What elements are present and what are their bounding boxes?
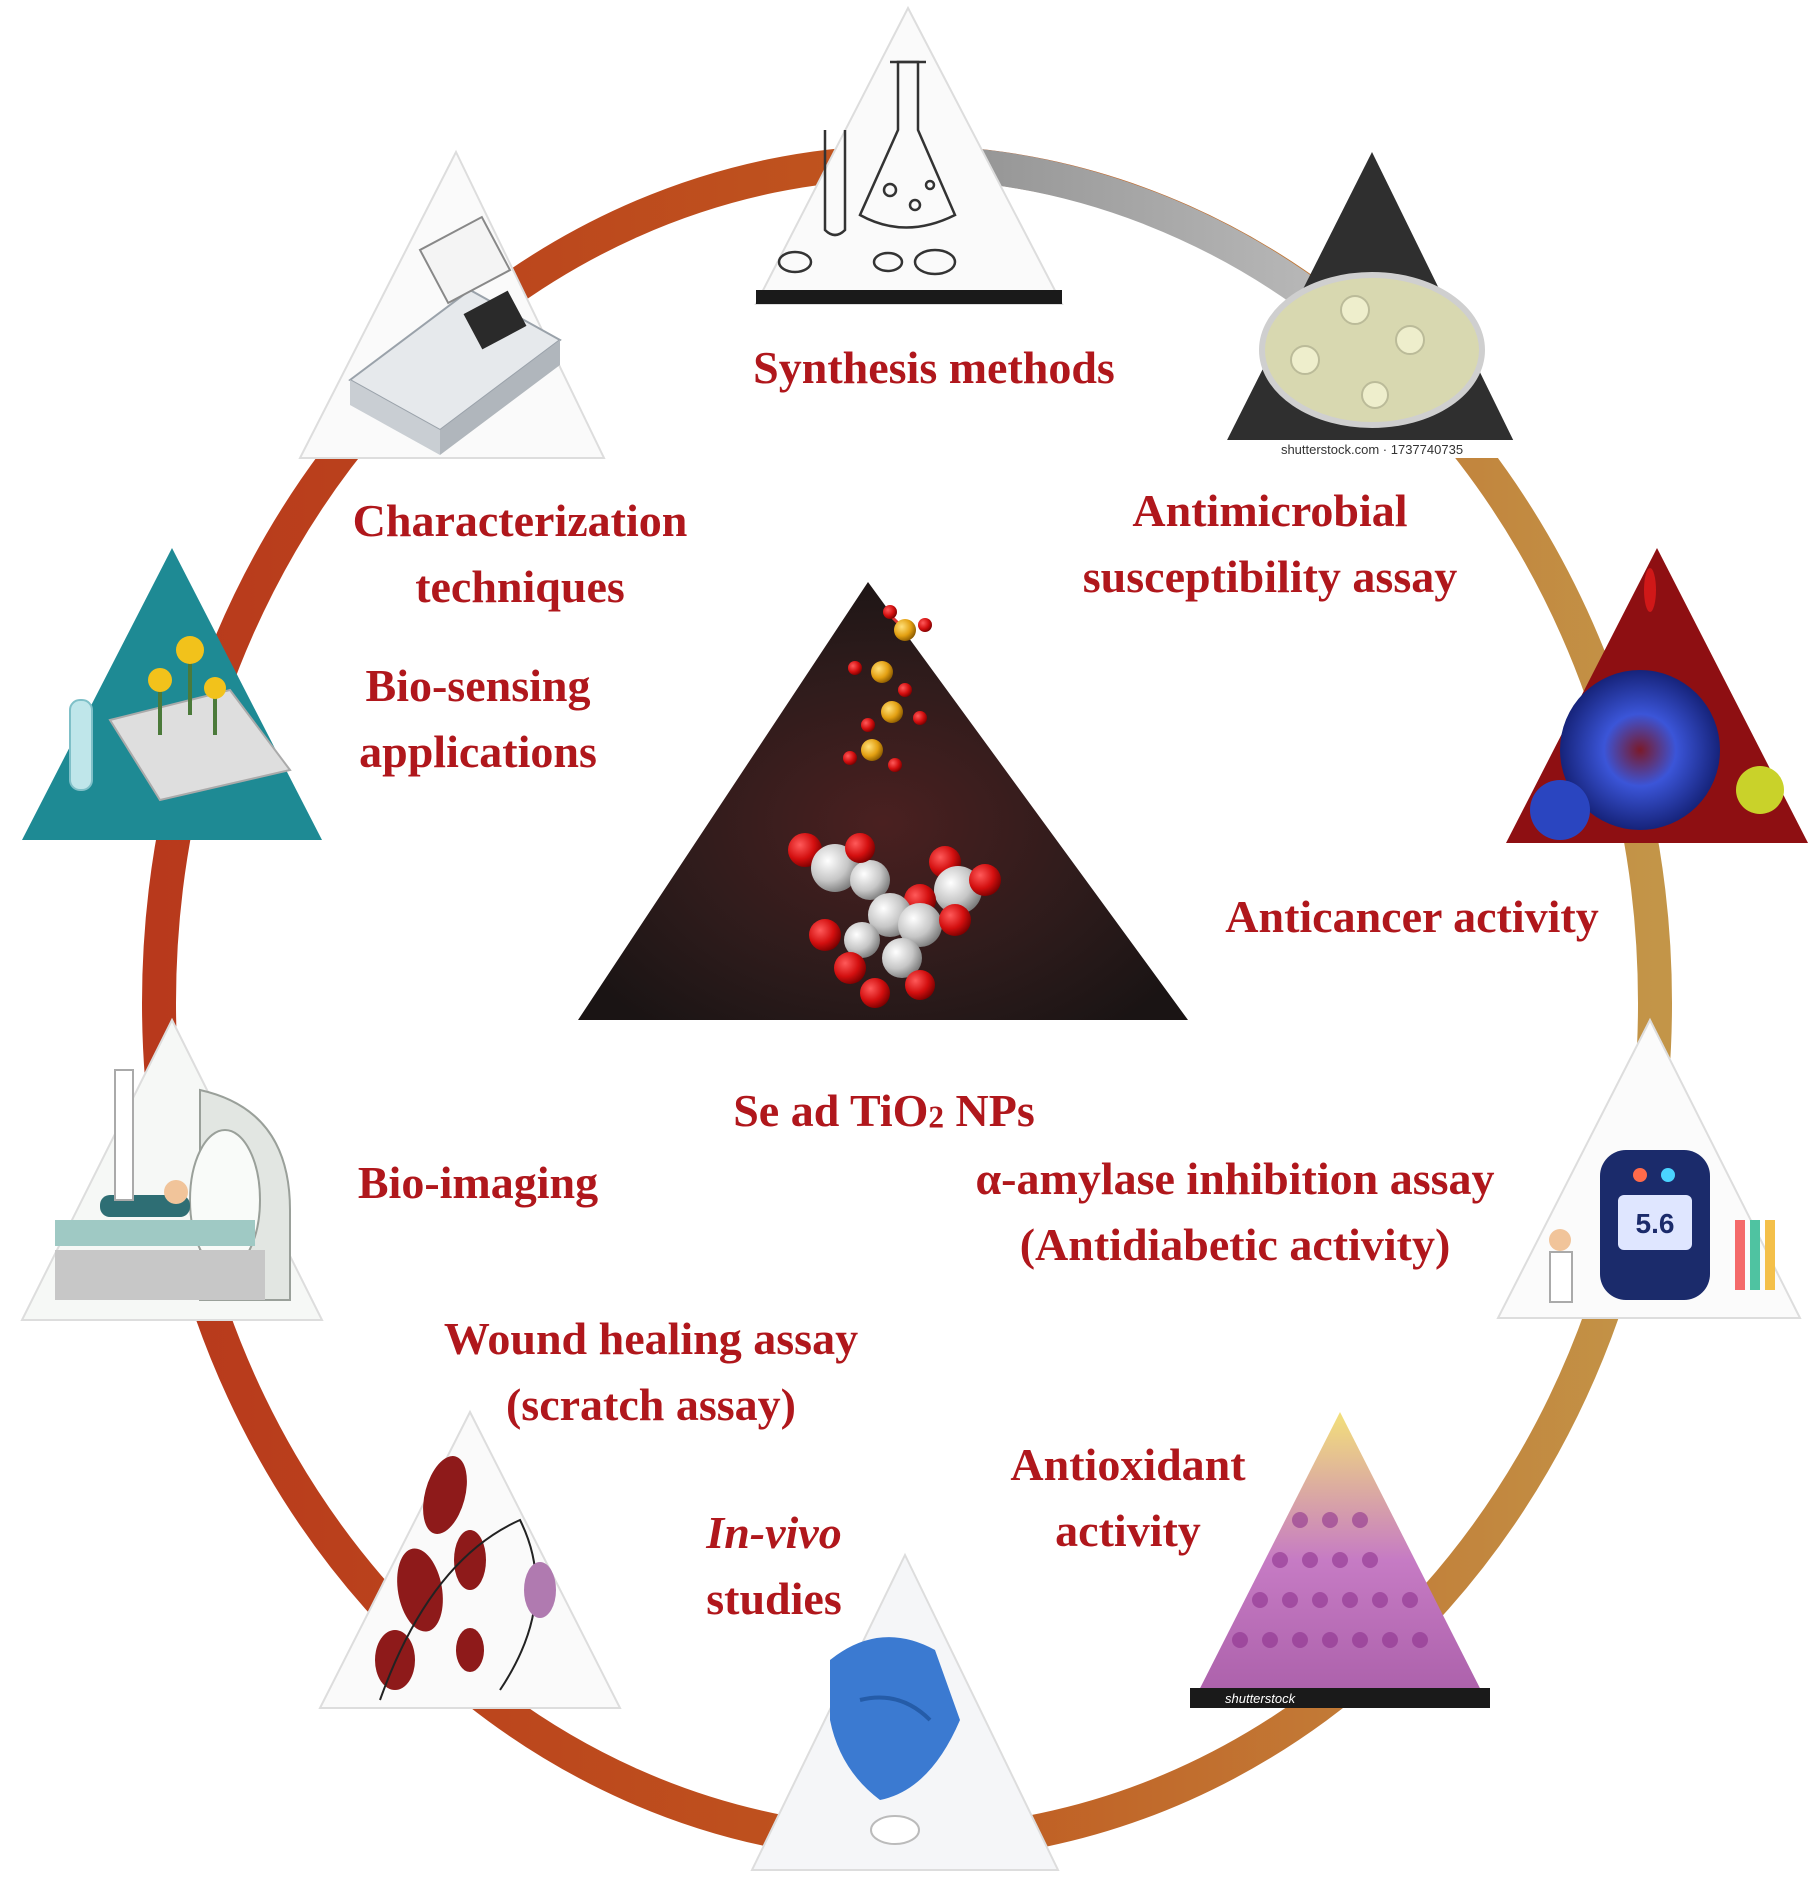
- center-title-subscript: 2: [928, 1099, 945, 1135]
- label-synthesis-methods: Synthesis methods: [753, 342, 1115, 393]
- label-antimicrobial-assay: Antimicrobial susceptibility assay: [1082, 485, 1458, 602]
- label-wound-healing-assay: Wound healing assay (scratch assay): [443, 1313, 859, 1430]
- label-anticancer-activity: Anticancer activity: [1225, 891, 1599, 942]
- bioimaging-triangle: [20, 1017, 324, 1321]
- central-triangle: [578, 582, 1188, 1020]
- cancer-cell: [1560, 670, 1720, 830]
- amylase-triangle: 5.6: [1496, 1017, 1802, 1319]
- label-antioxidant-activity: Antioxidant activity: [1010, 1439, 1246, 1556]
- center-title-prefix: Se ad TiO: [733, 1085, 929, 1136]
- antimicrobial-photo-watermark: shutterstock.com · 1737740735: [1281, 442, 1463, 457]
- spectrometer-icon: [348, 215, 562, 455]
- characterization-triangle: [298, 149, 606, 459]
- gloved-hand-icon: [830, 1637, 960, 1800]
- antimicrobial-triangle: shutterstock.com · 1737740735: [1218, 152, 1522, 458]
- mri-scanner-icon: [55, 1069, 291, 1301]
- selenium-chain-icon: [843, 605, 932, 772]
- well-plate-icon: [1232, 1512, 1428, 1648]
- glucometer-icon: 5.6: [1600, 1150, 1710, 1300]
- antioxidant-photo-watermark: shutterstock: [1225, 1691, 1297, 1706]
- flask-icon: [777, 60, 957, 276]
- label-bioimaging: Bio-imaging: [357, 1157, 599, 1208]
- label-amylase-assay: α-amylase inhibition assay (Antidiabetic…: [975, 1153, 1495, 1270]
- biosensing-triangle: [22, 548, 322, 840]
- label-center-title: Se ad TiO2 NPs: [733, 1078, 1035, 1151]
- flower-receptor-icon: [148, 636, 226, 735]
- petri-dish: [1259, 272, 1485, 428]
- label-characterization-techniques: Characterization techniques: [352, 495, 688, 612]
- synthesis-triangle: [754, 5, 1064, 305]
- test-tubes-icon: [1735, 1220, 1775, 1290]
- tio2-cluster-icon: [788, 833, 1001, 1008]
- label-biosensing-applications: Bio-sensing applications: [359, 660, 597, 777]
- center-title-suffix: NPs: [944, 1085, 1035, 1136]
- label-invivo-studies: In-vivo studies: [706, 1507, 842, 1624]
- blood-cells-icon: [375, 1456, 486, 1690]
- anticancer-triangle: [1506, 548, 1808, 843]
- mouse-icon: [870, 1815, 920, 1845]
- invivo-triangle: [750, 1552, 1060, 1871]
- glucometer-reading: 5.6: [1636, 1208, 1675, 1239]
- wound-triangle: [318, 1409, 622, 1709]
- antioxidant-triangle: shutterstock: [1190, 1412, 1490, 1708]
